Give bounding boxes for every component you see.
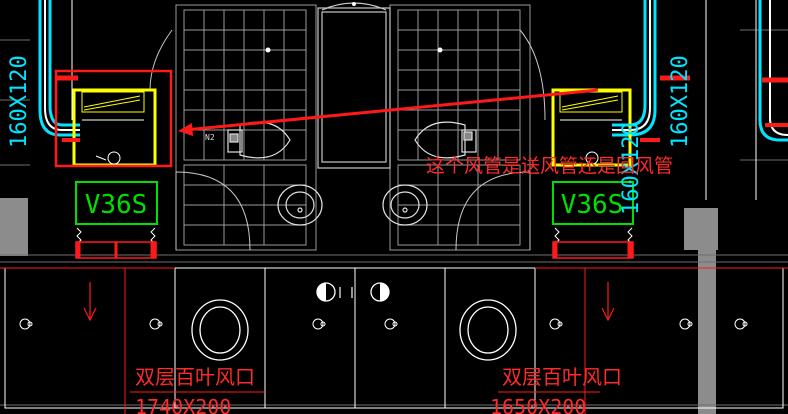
ceiling-panel-grid xyxy=(4,267,784,409)
grille-size-right: 1650X200 xyxy=(490,395,586,414)
grille-size-left: 1740X200 xyxy=(135,395,231,414)
unit-tag-box-left xyxy=(75,181,158,225)
sink-icon xyxy=(382,184,428,226)
grille-label-left: 双层百叶风口 xyxy=(135,365,255,389)
right-column-block-shaft xyxy=(698,250,716,414)
fan-coil-unit-icon xyxy=(72,88,157,167)
annotation-text: 这个风管是送风管还是回风管 xyxy=(426,155,673,177)
fan-coil-unit-icon xyxy=(551,88,632,167)
unit-code-left: V36S xyxy=(85,190,148,220)
sprinkler-symbol-icon xyxy=(316,282,390,302)
door-swing-arcs xyxy=(149,29,546,251)
floor-drain-right-icon xyxy=(437,47,443,53)
small-mark: N2 xyxy=(205,133,215,142)
grille-label-right: 双层百叶风口 xyxy=(502,365,622,389)
diffuser-circle-icon xyxy=(459,299,517,361)
cyan-pipe-right xyxy=(612,0,788,142)
drain-icon xyxy=(352,2,356,6)
arrow-down-icon xyxy=(83,282,97,322)
lamp-symbol-icon xyxy=(19,318,748,330)
toilet-icon xyxy=(414,121,477,159)
red-grille-right xyxy=(552,241,634,259)
diffuser-circle-icon xyxy=(191,299,249,361)
white-pipe-right xyxy=(612,0,788,136)
cyan-pipe-left xyxy=(38,0,80,137)
left-column-block xyxy=(0,198,28,256)
bathroom-left-tiles xyxy=(175,4,317,251)
duct-size-left: 160X120 xyxy=(7,55,32,148)
white-pipe-left xyxy=(44,0,80,131)
outer-grid-lines xyxy=(0,29,788,406)
floor-drain-left-icon xyxy=(265,47,271,53)
unit-tag-box-right xyxy=(552,181,634,225)
bathroom-right-tiles xyxy=(389,4,531,251)
toilet-icon xyxy=(227,121,291,159)
duct-size-right: 160X120 xyxy=(668,55,693,148)
highlight-box-left xyxy=(54,69,173,168)
arrow-down-icon xyxy=(601,282,615,322)
right-column-block-top xyxy=(684,208,718,250)
annotation-arrow xyxy=(178,88,599,136)
duct-size-right-partial: 160X120 xyxy=(619,122,644,215)
central-bathtub xyxy=(317,2,391,169)
unit-code-right: V36S xyxy=(561,190,624,220)
sink-icon xyxy=(277,184,323,226)
